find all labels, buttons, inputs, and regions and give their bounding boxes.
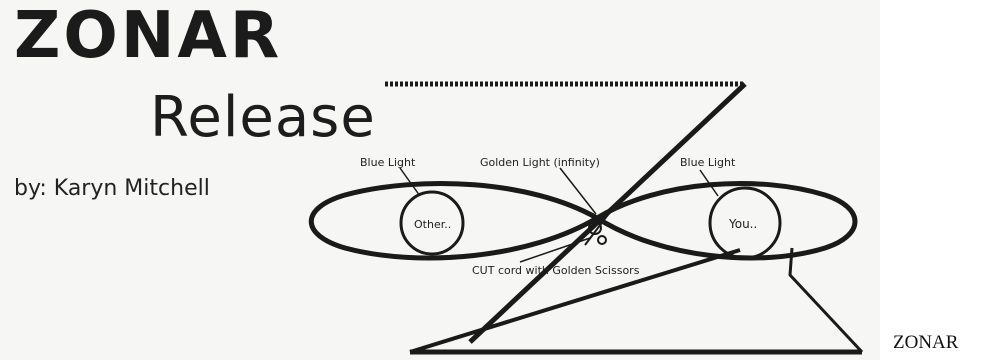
- label-cut-cord: CUT cord with Golden Scissors: [472, 264, 640, 277]
- label-blue-light-left: Blue Light: [360, 156, 416, 169]
- infinity-loop: [311, 183, 855, 258]
- label-blue-light-right: Blue Light: [680, 156, 736, 169]
- label-other: Other..: [414, 218, 451, 231]
- zonar-diagram: Blue Light Golden Light (infinity) Blue …: [0, 0, 880, 360]
- scanned-figure: ZONAR Release by: Karyn Mitchell: [0, 0, 880, 360]
- z-shape: [385, 84, 862, 352]
- label-golden-light: Golden Light (infinity): [480, 156, 600, 169]
- label-you: You..: [728, 217, 757, 231]
- image-caption: ZONAR: [893, 333, 958, 352]
